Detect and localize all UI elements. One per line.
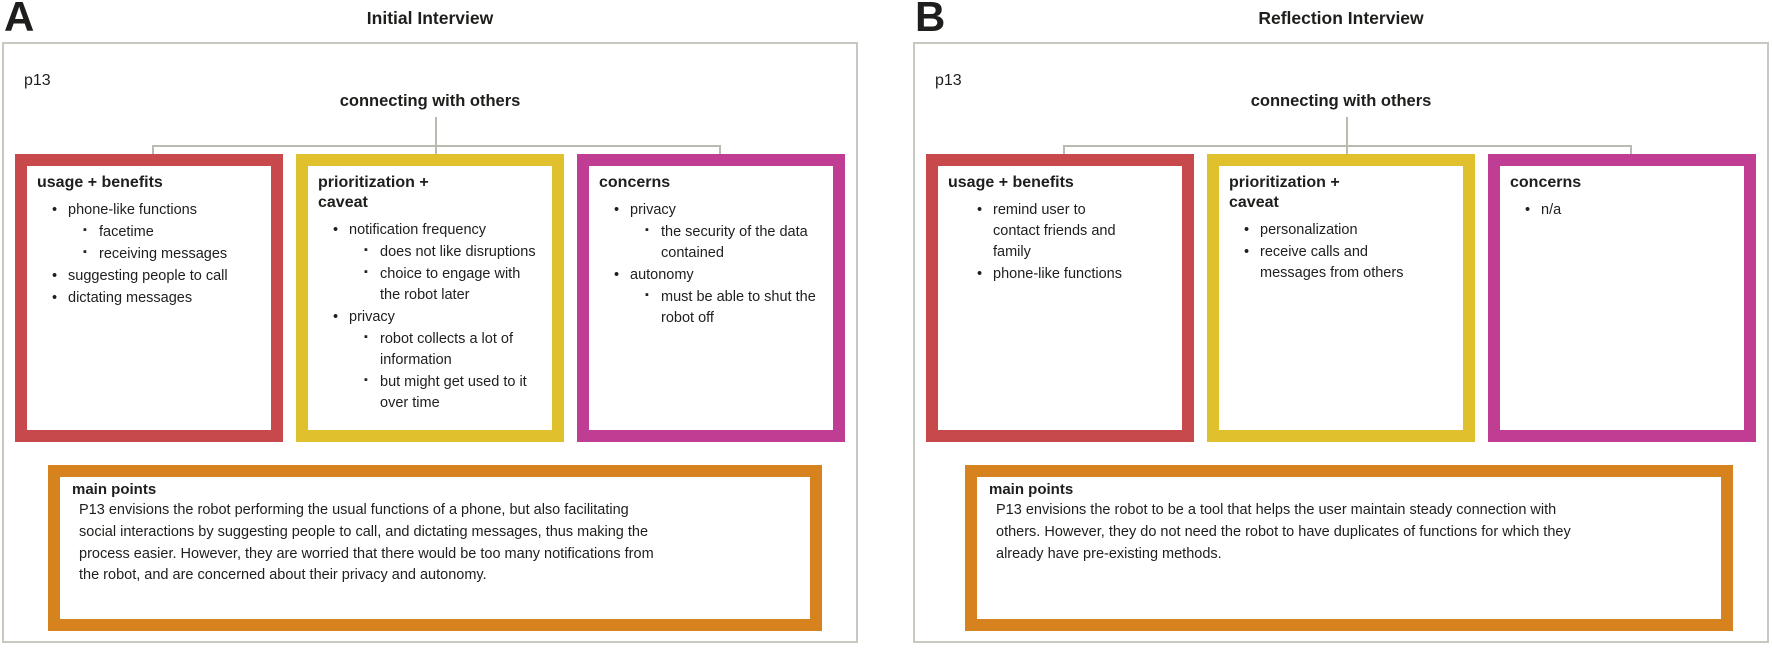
bullet-list: robot collects a lot of informationbut m… (363, 329, 542, 414)
connector-drop-left (1063, 145, 1066, 154)
main-points-text: P13 envisions the robot performing the u… (79, 502, 654, 584)
bullet-item: facetime (82, 222, 261, 243)
bullet-item: personalization (1243, 220, 1453, 241)
connector-drop-left (152, 145, 155, 154)
bullet-item: receiving messages (82, 244, 261, 265)
bullet-item: notification frequencydoes not like disr… (332, 220, 542, 306)
connector-drop-right (1629, 145, 1632, 154)
box-content: remind user to contact friends and famil… (948, 200, 1172, 285)
usage-benefits-box: usage + benefits phone-like functionsfac… (15, 154, 283, 442)
panel-letter: B (915, 0, 945, 40)
main-points-title: main points (72, 481, 157, 498)
connector-stem (1346, 117, 1349, 145)
box-content: phone-like functionsfacetimereceiving me… (37, 200, 261, 309)
bullet-item: does not like disruptions (363, 242, 542, 263)
box-content: privacythe security of the data containe… (599, 200, 823, 329)
panel-a: p13 connecting with others usage + benef… (2, 42, 858, 643)
connector-stem (435, 117, 438, 145)
panel-letter: A (4, 0, 34, 40)
bullet-item: privacythe security of the data containe… (613, 200, 823, 264)
bullet-item: robot collects a lot of information (363, 329, 542, 371)
bullet-list: does not like disruptionschoice to engag… (363, 242, 542, 306)
panel-column-a: A Initial Interview p13 connecting with … (2, 0, 858, 643)
bullet-item: remind user to contact friends and famil… (976, 200, 1172, 263)
tree-connector (4, 117, 856, 154)
bullet-item: privacyrobot collects a lot of informati… (332, 307, 542, 414)
box-title: concerns (1510, 174, 1582, 191)
concerns-box: concerns privacythe security of the data… (577, 154, 845, 442)
bullet-item: phone-like functions (976, 264, 1172, 285)
main-points-title: main points (989, 481, 1074, 498)
category-boxes-row: usage + benefits phone-like functionsfac… (15, 154, 845, 442)
bullet-item: autonomymust be able to shut the robot o… (613, 265, 823, 329)
box-title: usage + benefits (37, 174, 163, 191)
panel-title: Reflection Interview (1258, 8, 1424, 28)
bullet-item: phone-like functionsfacetimereceiving me… (51, 200, 261, 265)
main-points-text: P13 envisions the robot to be a tool tha… (996, 502, 1571, 562)
prioritization-caveat-box: prioritization + caveat notification fre… (296, 154, 564, 442)
participant-label: p13 (24, 72, 51, 89)
box-title: concerns (599, 174, 671, 191)
box-title: prioritization + caveat (318, 174, 429, 211)
concerns-box: concerns n/a (1488, 154, 1756, 442)
box-content: personalizationreceive calls and message… (1229, 220, 1453, 284)
usage-benefits-box: usage + benefits remind user to contact … (926, 154, 1194, 442)
bullet-list: n/a (1524, 200, 1734, 221)
panel-a-header: A Initial Interview (2, 0, 858, 42)
participant-label: p13 (935, 72, 962, 89)
root-node-label: connecting with others (339, 92, 521, 110)
root-node-label: connecting with others (1250, 92, 1432, 110)
main-points-box: main points P13 envisions the robot to b… (965, 465, 1733, 631)
bullet-item: choice to engage with the robot later (363, 264, 542, 306)
connector-drop-middle (435, 145, 438, 154)
bullet-item: n/a (1524, 200, 1734, 221)
bullet-item: suggesting people to call (51, 266, 261, 287)
bullet-item: receive calls and messages from others (1243, 242, 1453, 284)
bullet-list: remind user to contact friends and famil… (976, 200, 1172, 285)
prioritization-caveat-box: prioritization + caveat personalizationr… (1207, 154, 1475, 442)
bullet-item: the security of the data contained (644, 222, 823, 264)
connector-drop-middle (1346, 145, 1349, 154)
box-content: n/a (1510, 200, 1734, 221)
panel-b: p13 connecting with others usage + benef… (913, 42, 1769, 643)
connector-drop-right (718, 145, 721, 154)
box-content: notification frequencydoes not like disr… (318, 220, 542, 414)
panel-b-header: B Reflection Interview (913, 0, 1769, 42)
bullet-item: dictating messages (51, 288, 261, 309)
box-title: prioritization + caveat (1229, 174, 1340, 211)
bullet-item: but might get used to it over time (363, 372, 542, 414)
bullet-list: privacythe security of the data containe… (613, 200, 823, 329)
bullet-list: the security of the data contained (644, 222, 823, 264)
bullet-list: personalizationreceive calls and message… (1243, 220, 1453, 284)
panel-title: Initial Interview (366, 8, 494, 28)
bullet-list: phone-like functionsfacetimereceiving me… (51, 200, 261, 309)
panel-column-b: B Reflection Interview p13 connecting wi… (913, 0, 1769, 643)
bullet-list: must be able to shut the robot off (644, 287, 823, 329)
category-boxes-row: usage + benefits remind user to contact … (926, 154, 1756, 442)
main-points-box: main points P13 envisions the robot perf… (48, 465, 822, 631)
bullet-item: must be able to shut the robot off (644, 287, 823, 329)
box-title: usage + benefits (948, 174, 1074, 191)
tree-connector (915, 117, 1767, 154)
bullet-list: notification frequencydoes not like disr… (332, 220, 542, 414)
bullet-list: facetimereceiving messages (82, 222, 261, 265)
